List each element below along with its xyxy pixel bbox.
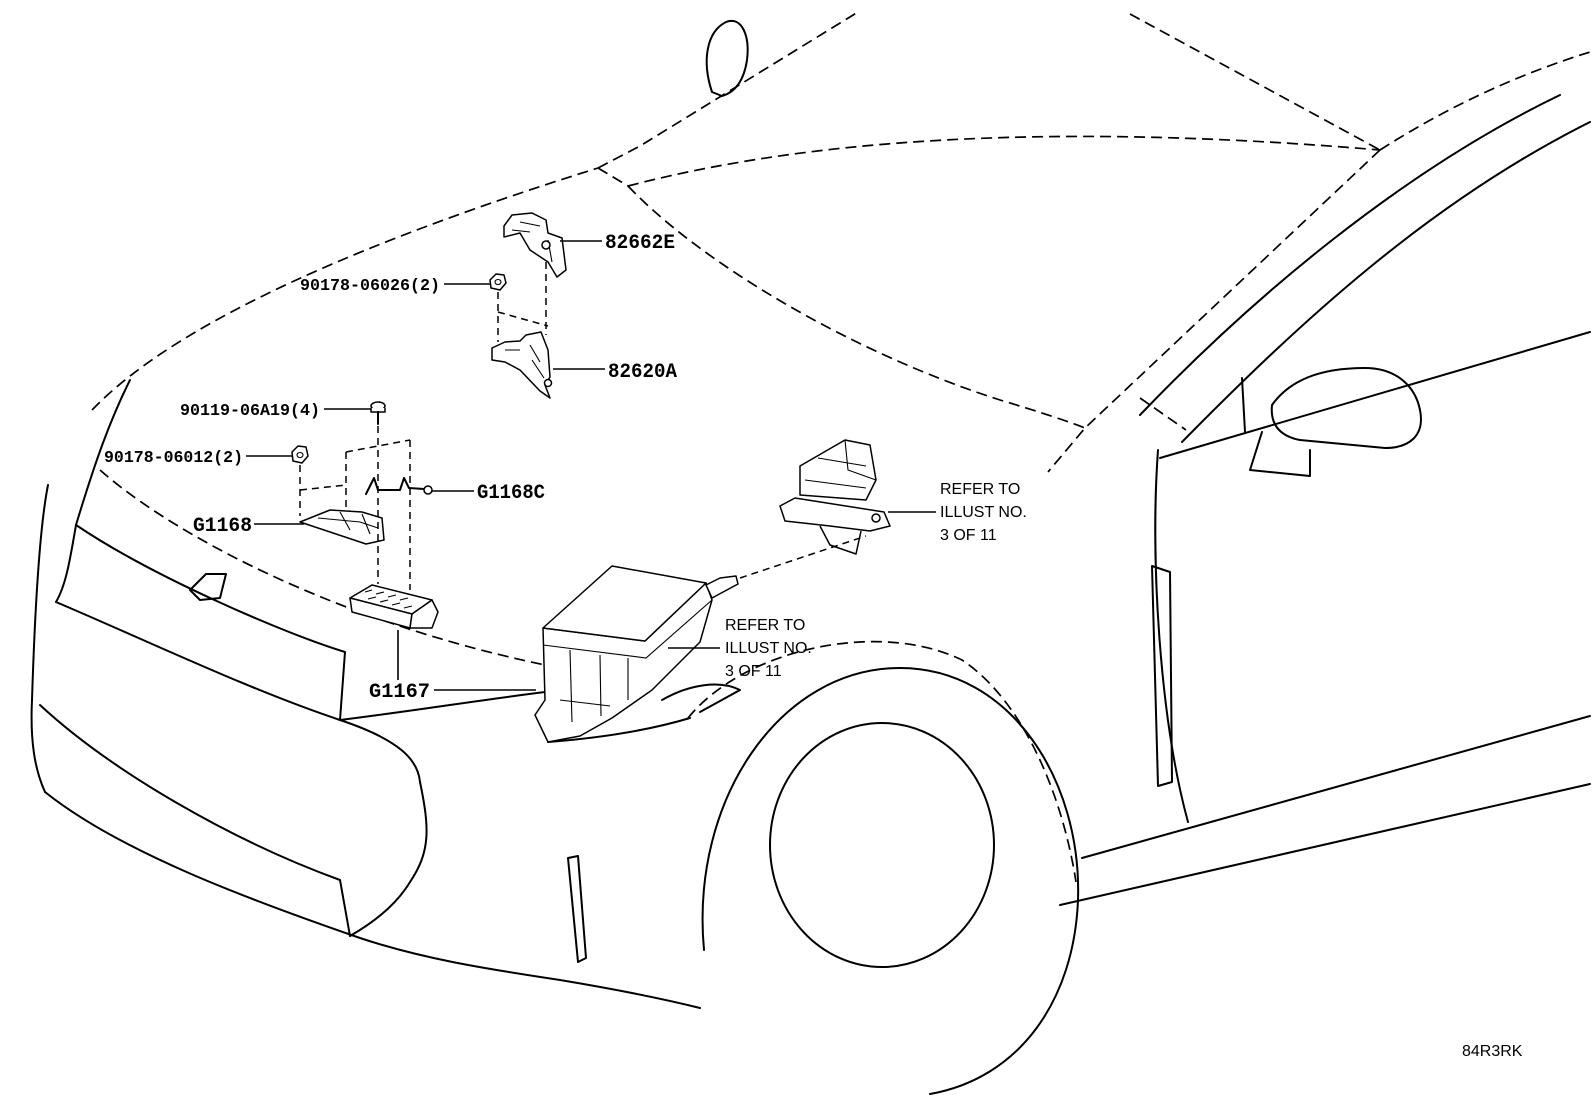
reference-note-fuse-box: REFER TO ILLUST NO. 3 OF 11 bbox=[725, 617, 812, 680]
nose-left-edge bbox=[75, 379, 131, 526]
bumper-bottom bbox=[44, 791, 701, 1009]
hood-lower-front-edge bbox=[99, 469, 546, 666]
ref-fuse-line-1: REFER TO bbox=[725, 617, 805, 634]
clip-G1168C-wire bbox=[365, 477, 425, 495]
part-82662E-bracket bbox=[503, 212, 567, 278]
bracket-82662E-hole bbox=[541, 240, 551, 250]
fender-top-line bbox=[1047, 149, 1381, 473]
wheel-arch bbox=[687, 640, 1077, 883]
clip-G1168C-ring bbox=[423, 485, 433, 495]
hood-corner bbox=[597, 167, 629, 187]
label-nut-upper: 90178-06026(2) bbox=[300, 276, 440, 295]
pillar-mark bbox=[1241, 377, 1246, 433]
ref-relay-line-3: 3 OF 11 bbox=[940, 527, 997, 544]
rocker-upper bbox=[1081, 715, 1591, 859]
nut-upper-shape bbox=[489, 273, 507, 291]
ref-fuse-line-3: 3 OF 11 bbox=[725, 663, 782, 680]
headlamp-lower-edge bbox=[339, 691, 546, 721]
rocker-lower bbox=[1059, 783, 1591, 906]
bracket-82662E-shape bbox=[503, 212, 567, 278]
assembly-fuse-to-relay bbox=[739, 535, 867, 579]
module-G1167-pins bbox=[364, 589, 413, 609]
reference-note-relay: REFER TO ILLUST NO. 3 OF 11 bbox=[940, 481, 1027, 544]
car-body-outline bbox=[30, 19, 1591, 1095]
side-duct bbox=[567, 855, 587, 963]
bracket-G1168-detail bbox=[317, 511, 379, 535]
part-G1168C-clip bbox=[365, 477, 433, 495]
fuse-box-lid-edge bbox=[542, 599, 713, 659]
roof-line bbox=[1379, 51, 1591, 151]
assembly-nut-lower-cross bbox=[299, 484, 347, 491]
assembly-box-top bbox=[345, 439, 411, 453]
part-G1168-bracket bbox=[299, 509, 385, 545]
label-82662E: 82662E bbox=[605, 232, 675, 255]
fender-panel bbox=[1151, 565, 1173, 787]
label-G1168C: G1168C bbox=[477, 482, 545, 505]
label-G1168: G1168 bbox=[193, 515, 252, 538]
bracket-82620A-detail bbox=[505, 344, 545, 379]
relay-box-detail bbox=[804, 439, 877, 489]
hood-front-edge bbox=[91, 167, 599, 411]
nut-lower-hole bbox=[296, 451, 304, 459]
wheel-rim bbox=[769, 722, 995, 968]
relay-box bbox=[779, 439, 891, 555]
fascia-upper-line bbox=[75, 524, 346, 721]
fuse-box-ribs bbox=[559, 649, 629, 723]
fascia-left-edge bbox=[30, 484, 49, 793]
hood-side-line bbox=[627, 185, 1086, 429]
nut-upper bbox=[489, 273, 507, 291]
rearview-mirror bbox=[705, 19, 749, 97]
front-fender-lip bbox=[661, 683, 741, 713]
ref-relay-line-1: REFER TO bbox=[940, 481, 1020, 498]
grille-side bbox=[349, 781, 428, 937]
leader-lines bbox=[246, 240, 936, 691]
assembly-upper-cross bbox=[497, 311, 549, 327]
fuse-box-lid bbox=[542, 565, 707, 642]
ref-relay-line-2: ILLUST NO. bbox=[940, 504, 1027, 521]
cowl-line bbox=[627, 135, 1381, 187]
headlamp-rear-edge bbox=[547, 717, 691, 743]
belt-line bbox=[1159, 331, 1591, 459]
a-pillar-base bbox=[1139, 397, 1187, 431]
grille-upper bbox=[55, 601, 421, 783]
bracket-82620A-shape bbox=[491, 331, 551, 399]
a-pillar-inner bbox=[1181, 121, 1591, 443]
assembly-lines bbox=[299, 262, 867, 590]
module-G1167-side bbox=[409, 599, 439, 629]
windshield-left-edge bbox=[597, 11, 859, 169]
nut-upper-hole bbox=[494, 278, 502, 286]
side-mirror-base bbox=[1249, 431, 1311, 477]
tire-outer bbox=[701, 667, 1080, 1095]
illustration-code: 84R3RK bbox=[1462, 1043, 1523, 1060]
part-82620A-bracket bbox=[491, 331, 553, 399]
relay-box-flange bbox=[779, 497, 891, 532]
nut-lower bbox=[291, 445, 309, 464]
relay-box-top bbox=[799, 439, 877, 501]
windshield-right-edge bbox=[1129, 13, 1381, 151]
relay-box-hole bbox=[871, 513, 881, 523]
label-G1167: G1167 bbox=[369, 681, 430, 704]
label-bolt: 90119-06A19(4) bbox=[180, 401, 320, 420]
ref-fuse-line-2: ILLUST NO. bbox=[725, 640, 812, 657]
door-front-edge bbox=[1154, 449, 1189, 823]
car-phantom-outline bbox=[91, 11, 1591, 883]
part-G1167-module bbox=[349, 584, 439, 629]
bolt bbox=[370, 401, 386, 425]
nut-lower-shape bbox=[291, 445, 309, 464]
a-pillar-outer bbox=[1139, 94, 1561, 416]
part-labels: 82662E 90178-06026(2) 82620A 90119-06A19… bbox=[104, 232, 677, 704]
grille-left bbox=[55, 524, 77, 603]
bracket-82620A-hole bbox=[543, 378, 553, 388]
grille-lower bbox=[39, 704, 351, 937]
label-nut-lower: 90178-06012(2) bbox=[104, 448, 243, 467]
fuse-box-tab bbox=[705, 575, 739, 599]
side-mirror bbox=[1270, 367, 1422, 449]
label-82620A: 82620A bbox=[608, 361, 677, 384]
emblem bbox=[189, 573, 227, 601]
fuse-box bbox=[534, 565, 739, 743]
relay-box-bottom bbox=[819, 525, 862, 555]
